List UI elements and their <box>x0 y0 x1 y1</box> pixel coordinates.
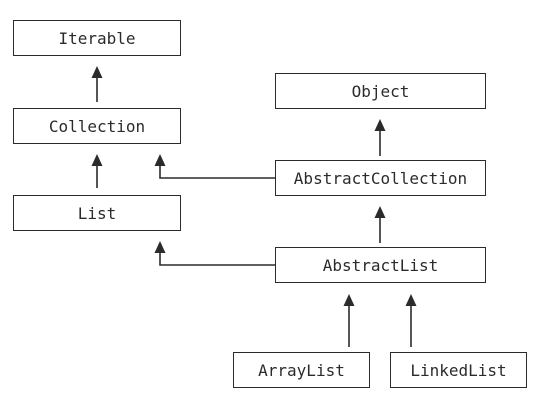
node-linked-list: LinkedList <box>390 352 527 388</box>
arrowhead <box>154 154 166 166</box>
arrowhead <box>374 206 386 218</box>
node-label: Object <box>351 81 410 101</box>
node-label: AbstractList <box>322 255 439 275</box>
node-array-list: ArrayList <box>233 352 370 388</box>
arrow-abstractlist-to-list <box>159 252 275 266</box>
node-label: Iterable <box>58 28 136 48</box>
node-collection: Collection <box>13 108 181 144</box>
node-abstract-collection: AbstractCollection <box>275 160 486 196</box>
arrow-abstractcollection-to-collection <box>159 165 275 179</box>
arrowhead <box>91 154 103 166</box>
node-iterable: Iterable <box>13 20 181 56</box>
node-label: LinkedList <box>410 360 507 380</box>
arrowhead <box>343 294 355 306</box>
arrowhead <box>374 119 386 131</box>
node-object: Object <box>275 73 486 109</box>
arrowhead <box>154 241 166 253</box>
node-list: List <box>13 195 181 231</box>
node-label: ArrayList <box>258 360 345 380</box>
node-label: List <box>77 203 117 223</box>
arrowhead <box>91 66 103 78</box>
node-label: AbstractCollection <box>293 168 468 188</box>
node-label: Collection <box>48 116 146 136</box>
node-abstract-list: AbstractList <box>275 247 486 283</box>
arrowhead <box>405 294 417 306</box>
